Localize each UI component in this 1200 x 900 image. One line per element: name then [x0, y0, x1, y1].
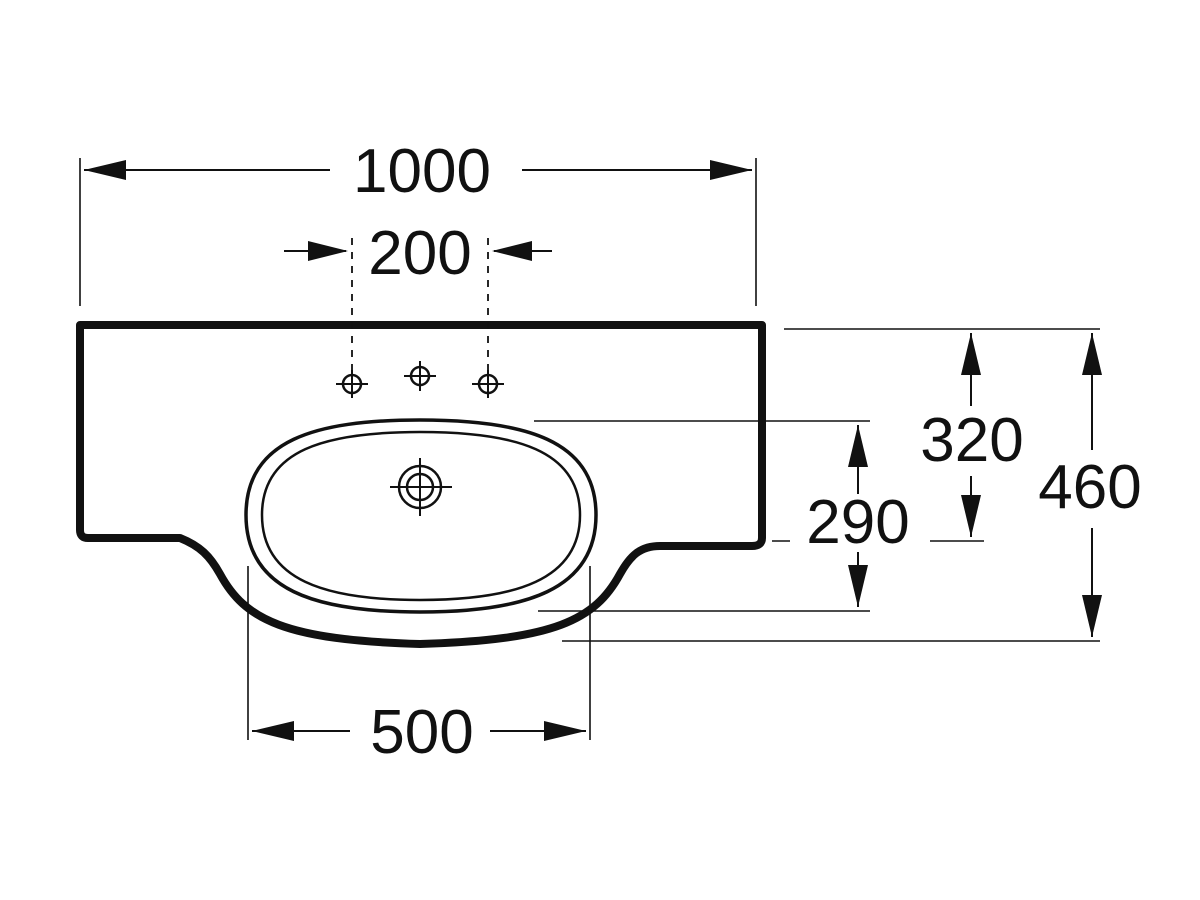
waste-outlet-icon [390, 458, 452, 516]
top-to-bowl-label: 320 [920, 406, 1023, 475]
basin-outline [76, 321, 766, 648]
overall-width-label: 1000 [353, 137, 491, 206]
dimension-bowl-width: 500 [247, 566, 591, 767]
bowl-width-label: 500 [370, 698, 473, 767]
tap-hole-left-icon [336, 370, 368, 398]
tap-spacing-label: 200 [368, 219, 471, 288]
bowl-inner-rim [260, 430, 582, 602]
tap-hole-center-icon [404, 361, 436, 391]
dimension-overall-depth: 460 [562, 333, 1142, 642]
bowl-outer-rim [244, 418, 598, 614]
dimension-overall-width: 1000 [79, 137, 757, 306]
dimension-tap-spacing: 200 [284, 219, 552, 288]
dimension-bowl-depth: 290 [534, 420, 910, 612]
bowl-depth-label: 290 [806, 488, 909, 557]
overall-depth-label: 460 [1038, 453, 1141, 522]
dimension-top-to-bowl: 320 [772, 328, 1100, 542]
tap-hole-right-icon [472, 370, 504, 398]
